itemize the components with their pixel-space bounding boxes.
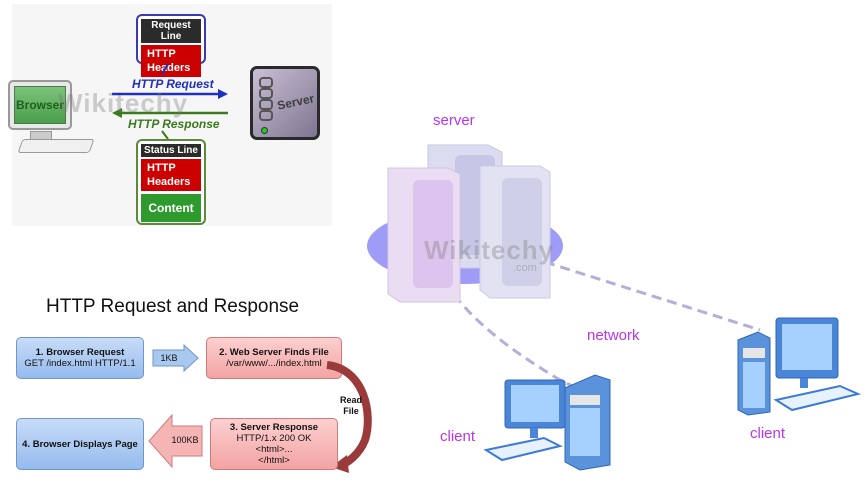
step3-line1: HTTP/1.x 200 OK	[236, 433, 312, 444]
step4-browser-displays-page: 4. Browser Displays Page	[16, 418, 144, 470]
client-left-label: client	[440, 428, 476, 445]
server-label: Server	[275, 91, 316, 113]
request-headers-line2: Headers	[147, 62, 191, 74]
top-left-arrows	[112, 63, 228, 140]
response-size-arrow	[148, 414, 203, 468]
step2-detail: /var/www/.../index.html	[226, 358, 322, 369]
server-drive-slot	[259, 110, 273, 121]
server-tower-right	[479, 165, 551, 299]
response-content-block: Content	[141, 194, 201, 222]
keyboard-icon	[17, 139, 95, 153]
browser-screen: Browser	[14, 86, 66, 124]
client-left-computer	[483, 374, 611, 471]
read-file-line1: Read	[340, 395, 363, 405]
server-drive-slot	[259, 77, 273, 88]
network-label: network	[587, 327, 640, 344]
link-to-client-right	[544, 260, 761, 332]
server-label-network: server	[433, 112, 475, 129]
response-callout-line	[161, 130, 169, 140]
step3-server-response: 3. Server Response HTTP/1.x 200 OK <html…	[210, 418, 338, 470]
watermark-network-sub: .com	[513, 262, 537, 274]
flow-title: HTTP Request and Response	[46, 296, 300, 317]
request-callout-line	[161, 63, 169, 75]
server-drive-slot	[259, 88, 273, 99]
http-request-arrowhead	[218, 89, 228, 99]
response-headers-block: HTTP Headers	[141, 159, 201, 191]
step4-title: 4. Browser Displays Page	[22, 438, 138, 450]
response-headers-line2: Headers	[147, 176, 191, 188]
request-line-label: Request Line	[141, 19, 201, 43]
step2-server-finds-file: 2. Web Server Finds File /var/www/.../in…	[206, 337, 342, 379]
http-request-label: HTTP Request	[132, 77, 214, 91]
step1-browser-request: 1. Browser Request GET /index.html HTTP/…	[16, 337, 144, 379]
server-power-led	[261, 127, 268, 134]
http-response-label: HTTP Response	[128, 117, 220, 131]
step2-title: 2. Web Server Finds File	[219, 347, 329, 358]
server-icon: Server	[250, 66, 320, 140]
watermark-network: Wikitechy	[424, 235, 555, 265]
request-size-label: 1KB	[160, 353, 178, 363]
client-right-computer	[737, 317, 862, 416]
step1-title: 1. Browser Request	[35, 347, 125, 358]
step1-detail: GET /index.html HTTP/1.1	[24, 358, 136, 369]
request-headers-line1: HTTP	[147, 48, 176, 60]
step3-line3: </html>	[258, 455, 290, 466]
server-tower-left	[387, 167, 461, 303]
request-headers-block: HTTP Headers	[141, 45, 201, 77]
step3-title: 3. Server Response	[229, 422, 319, 433]
read-file-label: Read File	[340, 395, 362, 417]
http-response-arrowhead	[112, 108, 122, 118]
server-drive-slot	[259, 99, 273, 110]
request-message-box: Request Line HTTP Headers	[136, 14, 206, 77]
status-line-label: Status Line	[141, 144, 201, 157]
watermark-top-left: Wikitechy	[58, 88, 189, 118]
request-size-arrow	[152, 344, 199, 372]
browser-computer-icon: Browser	[8, 80, 72, 130]
step3-line2: <html>...	[255, 444, 293, 455]
read-file-line2: File	[343, 406, 359, 416]
client-right-label: client	[750, 425, 786, 442]
network-diagram	[367, 144, 862, 471]
response-message-box: Status Line HTTP Headers Content	[136, 139, 206, 225]
browser-label: Browser	[15, 98, 65, 112]
response-size-label: 100KB	[171, 435, 199, 445]
response-headers-line1: HTTP	[147, 162, 176, 174]
